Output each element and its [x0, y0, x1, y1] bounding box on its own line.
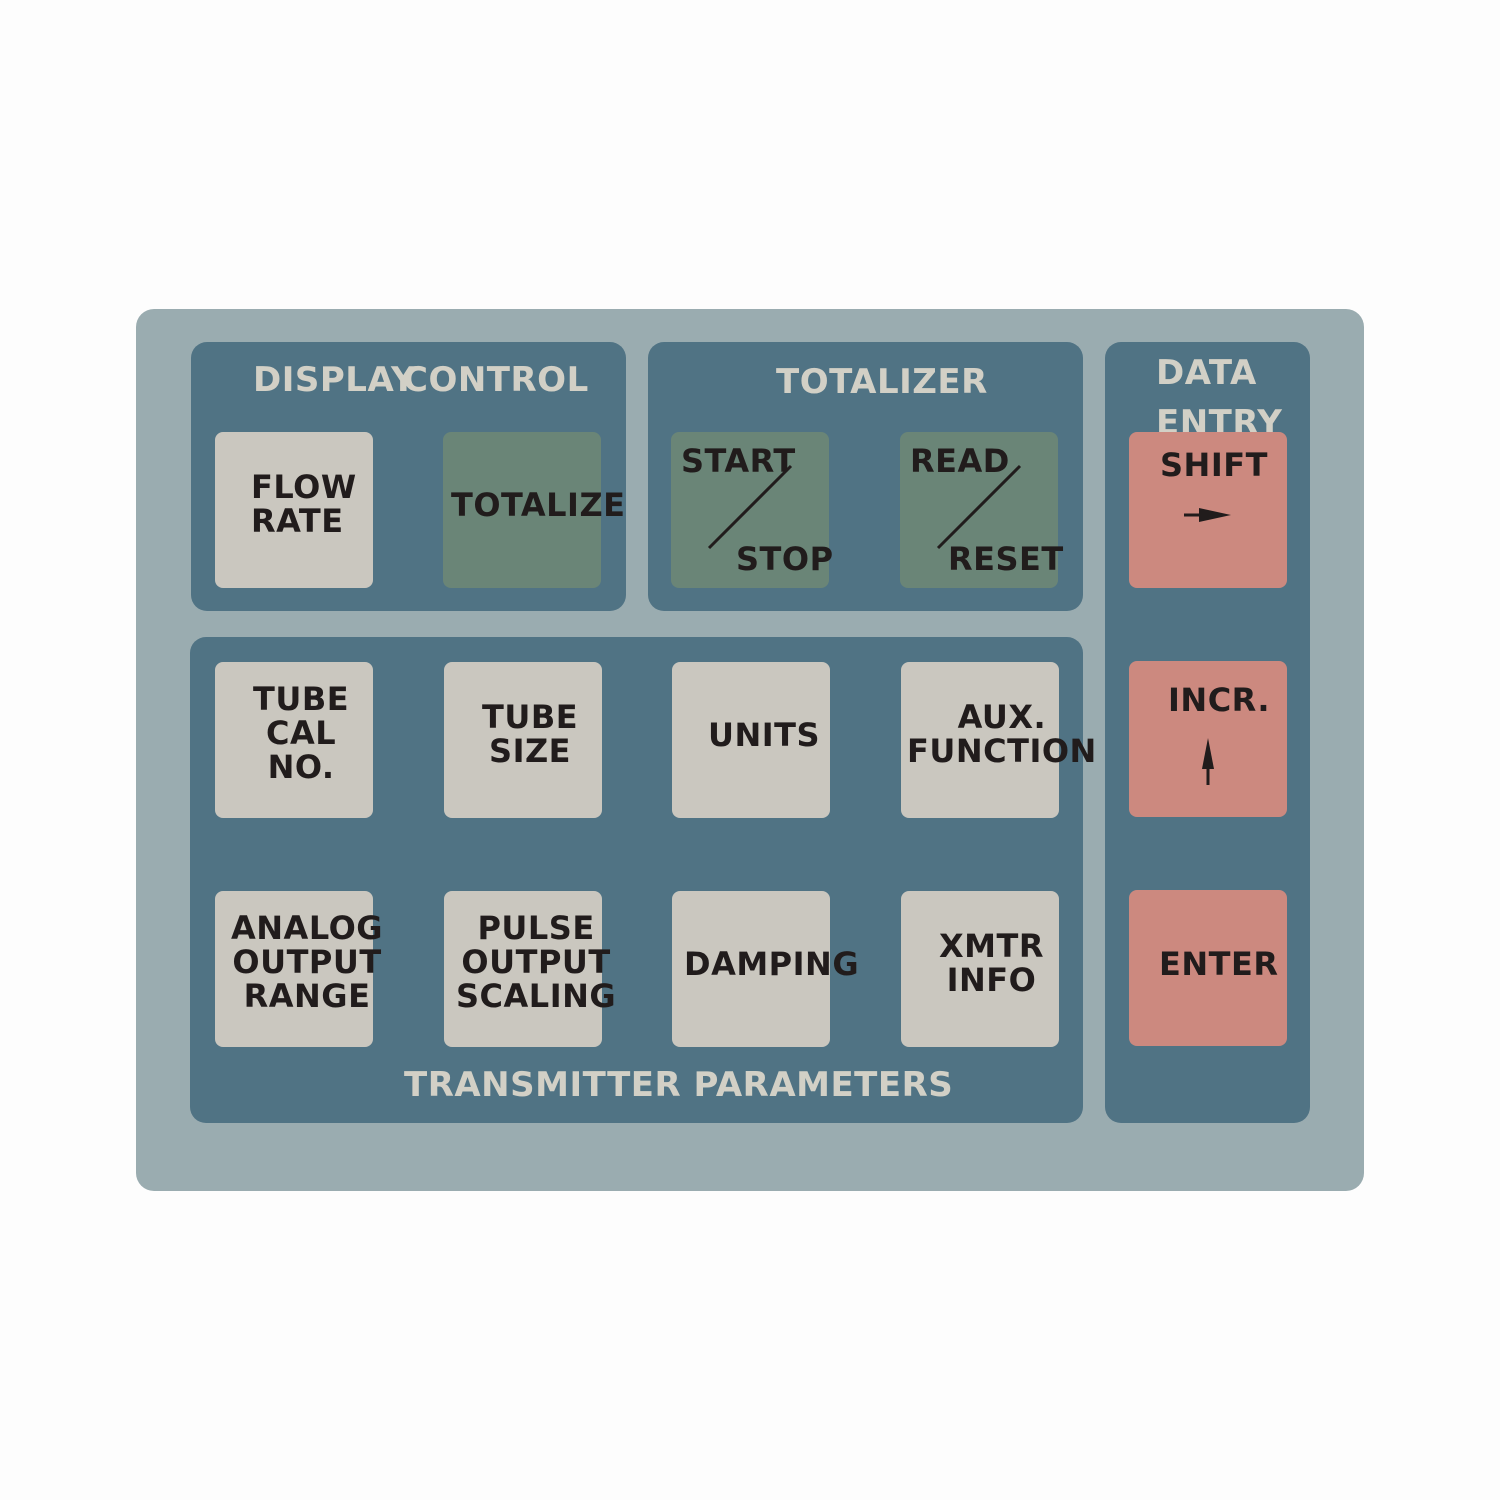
transmitter-parameters-title: TRANSMITTER PARAMETERS — [404, 1065, 954, 1105]
read-reset-key[interactable]: READ RESET — [900, 432, 1063, 588]
display-control-title-display: DISPLAY — [253, 360, 417, 400]
incr-key[interactable]: INCR. — [1129, 661, 1287, 817]
totalizer-group: TOTALIZER START STOP READ RESET — [648, 342, 1083, 611]
shift-label: SHIFT — [1160, 446, 1268, 484]
stop-label: STOP — [736, 540, 834, 578]
incr-label: INCR. — [1168, 681, 1271, 719]
pulse-output-scaling-label: PULSE OUTPUT SCALING — [456, 909, 617, 1015]
transmitter-parameters-group: TUBE CAL NO. TUBE SIZE UNITS AUX. FUNCTI… — [190, 637, 1096, 1123]
totalize-key[interactable]: TOTALIZE — [443, 432, 625, 588]
units-key[interactable]: UNITS — [672, 662, 830, 818]
data-entry-group: DATA ENTRY SHIFT INCR. ENTER — [1105, 342, 1310, 1123]
read-label: READ — [910, 442, 1010, 480]
tube-size-label: TUBE SIZE — [482, 698, 579, 770]
tube-cal-no-label: TUBE CAL NO. — [253, 680, 350, 786]
display-control-group: DISPLAY CONTROL FLOW RATE TOTALIZE — [191, 342, 626, 611]
damping-label: DAMPING — [684, 945, 860, 983]
shift-key[interactable]: SHIFT — [1129, 432, 1287, 588]
totalizer-title: TOTALIZER — [776, 362, 988, 402]
pulse-output-scaling-key[interactable]: PULSE OUTPUT SCALING — [444, 891, 616, 1047]
flow-rate-label: FLOW RATE — [251, 468, 357, 540]
totalize-label: TOTALIZE — [451, 486, 626, 524]
read-reset-slash — [936, 464, 1022, 550]
analog-output-range-label: ANALOG OUTPUT RANGE — [231, 909, 384, 1015]
enter-label: ENTER — [1159, 945, 1279, 983]
flow-rate-key[interactable]: FLOW RATE — [215, 432, 373, 588]
units-label: UNITS — [708, 716, 821, 754]
up-arrow-icon — [1202, 738, 1214, 785]
right-arrow-icon — [1184, 508, 1231, 522]
enter-key[interactable]: ENTER — [1129, 890, 1287, 1046]
reset-label: RESET — [948, 540, 1064, 578]
keypad-panel: DISPLAY CONTROL FLOW RATE TOTALIZE TOTAL… — [136, 309, 1364, 1191]
display-control-title-control: CONTROL — [403, 360, 589, 400]
start-stop-slash — [707, 464, 793, 550]
xmtr-info-key[interactable]: XMTR INFO — [901, 891, 1059, 1047]
aux-function-key[interactable]: AUX. FUNCTION — [901, 662, 1096, 818]
tube-cal-no-key[interactable]: TUBE CAL NO. — [215, 662, 373, 818]
analog-output-range-key[interactable]: ANALOG OUTPUT RANGE — [215, 891, 383, 1047]
tube-size-key[interactable]: TUBE SIZE — [444, 662, 602, 818]
start-label: START — [681, 442, 796, 480]
damping-key[interactable]: DAMPING — [672, 891, 859, 1047]
aux-function-label: AUX. FUNCTION — [907, 698, 1097, 770]
start-stop-key[interactable]: START STOP — [671, 432, 833, 588]
xmtr-info-label: XMTR INFO — [939, 927, 1044, 999]
